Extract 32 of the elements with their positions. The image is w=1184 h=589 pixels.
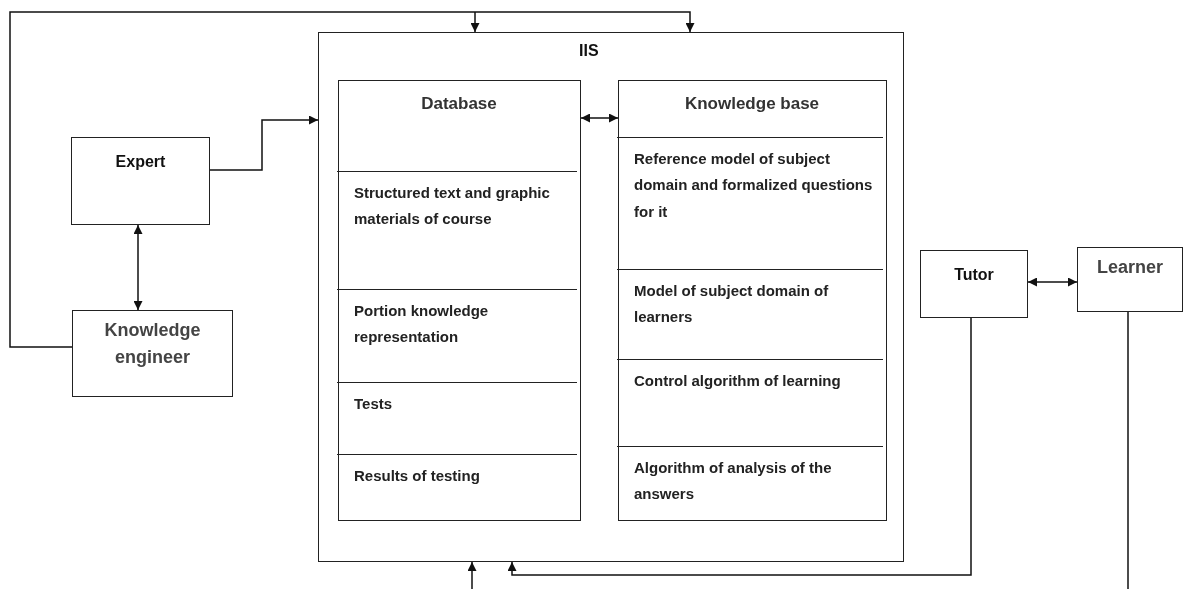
column-box: [337, 79, 581, 521]
cell-text: Tests: [354, 394, 394, 414]
column-heading: Knowledge base: [683, 92, 821, 115]
connector-line: [1127, 311, 1129, 589]
cell-text: Results of testing: [354, 466, 481, 486]
actor-box: [1077, 247, 1183, 312]
actor-box: [72, 310, 233, 397]
arrow: [470, 11, 480, 33]
box-heading: IIS: [579, 41, 599, 61]
actor-box: [920, 250, 1028, 318]
cell-text: Reference model of subject domain and formalized questions for it: [634, 149, 874, 222]
cell-text: Algorithm of analysis of the answers: [634, 458, 833, 505]
arrow: [474, 11, 695, 33]
box-label: Tutor: [953, 265, 995, 285]
arrow: [209, 115, 319, 171]
arrow: [467, 561, 477, 589]
cell-text: Portion knowledge representation: [354, 301, 490, 348]
arrow: [133, 224, 143, 311]
arrow: [1027, 277, 1078, 287]
cell-text: Structured text and graphic materials of course: [354, 183, 551, 230]
cell-text: Control algorithm of learning: [634, 371, 842, 391]
column-heading: Database: [420, 92, 498, 115]
arrow: [580, 113, 619, 123]
actor-box: [71, 137, 210, 225]
box-label: Expert: [114, 152, 167, 172]
system-box: [318, 32, 904, 562]
box-label: Knowledge engineer: [103, 319, 202, 369]
arrow: [507, 317, 972, 576]
connector-line: [9, 11, 476, 348]
box-label: Learner: [1095, 256, 1164, 279]
cell-text: Model of subject domain of learners: [634, 281, 830, 328]
column-box: [617, 79, 887, 521]
